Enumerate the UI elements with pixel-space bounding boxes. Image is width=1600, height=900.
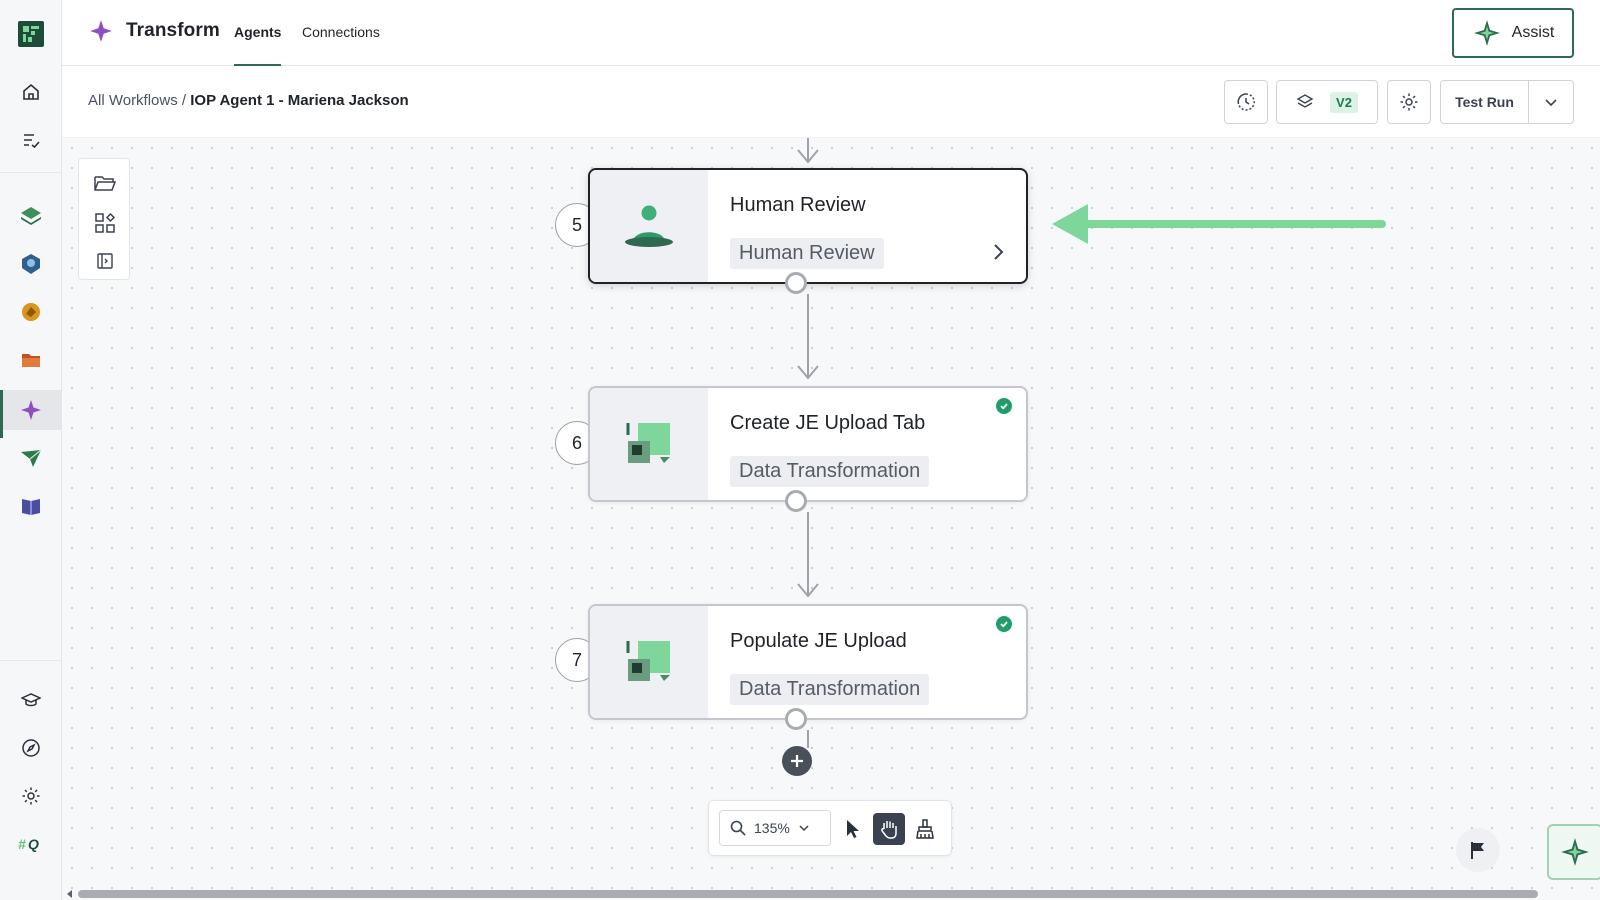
layers-icon (1296, 94, 1314, 108)
breadcrumb: All Workflows / IOP Agent 1 - Mariena Ja… (88, 92, 409, 109)
home-icon[interactable] (11, 72, 51, 112)
hand-icon (881, 821, 897, 839)
chevron-right-icon[interactable] (992, 242, 1006, 267)
app-title: Transform (126, 20, 220, 41)
node-title: Human Review (730, 194, 866, 216)
broom-icon (916, 819, 934, 839)
cursor-icon (847, 820, 859, 838)
person-icon (625, 205, 673, 247)
node-title: Populate JE Upload (730, 630, 907, 652)
breadcrumb-parent-link[interactable]: All Workflows (88, 92, 178, 109)
svg-text:Q: Q (28, 836, 39, 852)
pan-tool[interactable] (873, 813, 905, 845)
test-run-dropdown[interactable] (1529, 81, 1573, 123)
connectors (797, 138, 1386, 748)
stack-app-icon[interactable] (11, 196, 51, 236)
output-port[interactable] (785, 490, 807, 512)
brand-icon[interactable]: #Q (11, 824, 51, 864)
toggle-panel-button[interactable] (87, 243, 123, 279)
node-title: Create JE Upload Tab (730, 412, 926, 434)
workflow-canvas[interactable]: 5 Human Review Human Review 6 Create JE … (62, 138, 1600, 900)
folder-open-icon (94, 176, 117, 191)
add-step-button[interactable] (782, 746, 812, 776)
completed-check-icon (996, 398, 1012, 414)
clean-tool[interactable] (909, 813, 941, 845)
panel-toggle-icon (97, 253, 113, 269)
completed-check-icon (996, 616, 1012, 632)
svg-text:#: # (18, 836, 26, 852)
canvas-controls: 135% (708, 800, 952, 856)
transform-logo-icon (90, 20, 112, 42)
left-rail: #Q (0, 0, 62, 900)
sparkle-icon (1473, 20, 1500, 46)
components-button[interactable] (87, 205, 123, 241)
test-run-split-button: Test Run (1440, 80, 1574, 124)
open-folder-button[interactable] (87, 165, 123, 201)
zoom-select[interactable]: 135% (719, 810, 831, 846)
send-app-icon[interactable] (11, 438, 51, 478)
history-icon (1237, 93, 1255, 111)
history-button[interactable] (1224, 80, 1268, 124)
zoom-value: 135% (754, 820, 790, 836)
folder-app-icon[interactable] (11, 340, 51, 380)
tab-connections[interactable]: Connections (302, 24, 380, 40)
version-button[interactable]: V2 (1276, 80, 1378, 124)
assist-fab[interactable] (1547, 824, 1600, 880)
node-type-tag: Data Transformation (730, 674, 930, 705)
explore-icon[interactable] (11, 728, 51, 768)
tab-agents[interactable]: Agents (234, 24, 282, 66)
data-transformation-icon (626, 423, 670, 463)
sync-app-icon[interactable] (11, 292, 51, 332)
workflow-header: All Workflows / IOP Agent 1 - Mariena Ja… (62, 66, 1600, 138)
node-type-tag: Human Review (730, 238, 884, 269)
transform-app-icon[interactable] (0, 390, 61, 438)
node-icon-pane (590, 170, 708, 282)
gear-icon (1400, 93, 1418, 111)
logo-icon[interactable] (11, 14, 51, 54)
scrollbar-thumb[interactable] (78, 890, 1538, 898)
breadcrumb-current: IOP Agent 1 - Mariena Jackson (190, 92, 409, 109)
search-icon (730, 820, 746, 836)
scroll-left-icon[interactable] (66, 889, 74, 899)
chevron-down-icon (799, 825, 809, 832)
assist-button[interactable]: Assist (1452, 8, 1574, 58)
node-icon-pane (590, 388, 708, 500)
breadcrumb-separator: / (181, 92, 187, 109)
shield-app-icon[interactable] (11, 244, 51, 284)
workflow-settings-button[interactable] (1387, 80, 1431, 124)
assist-label: Assist (1511, 24, 1555, 41)
node-icon-pane (590, 606, 708, 718)
test-run-button[interactable]: Test Run (1441, 81, 1529, 123)
workflow-node-create-je-upload-tab[interactable]: Create JE Upload Tab Data Transformation (588, 386, 1028, 502)
app-brand: Transform (88, 18, 220, 44)
tasks-icon[interactable] (11, 120, 51, 160)
learn-icon[interactable] (11, 680, 51, 720)
plus-icon (791, 755, 803, 767)
horizontal-scrollbar[interactable] (64, 888, 1544, 900)
data-transformation-icon (626, 641, 670, 681)
book-app-icon[interactable] (11, 486, 51, 526)
components-icon (95, 212, 116, 233)
settings-icon[interactable] (11, 776, 51, 816)
workflow-node-human-review[interactable]: Human Review Human Review (588, 168, 1028, 284)
sparkle-icon (1561, 838, 1589, 866)
node-type-tag: Data Transformation (730, 456, 930, 487)
top-bar: Transform Agents Connections Assist (62, 0, 1600, 66)
annotation-arrow (1052, 204, 1386, 244)
workflow-node-populate-je-upload[interactable]: Populate JE Upload Data Transformation (588, 604, 1028, 720)
output-port[interactable] (785, 708, 807, 730)
feedback-button[interactable] (1456, 828, 1500, 872)
select-tool[interactable] (837, 813, 869, 845)
chevron-down-icon (1545, 99, 1557, 107)
output-port[interactable] (785, 272, 807, 294)
canvas-side-toolbar (78, 158, 130, 280)
flag-icon (1471, 842, 1484, 859)
version-badge: V2 (1330, 91, 1358, 113)
